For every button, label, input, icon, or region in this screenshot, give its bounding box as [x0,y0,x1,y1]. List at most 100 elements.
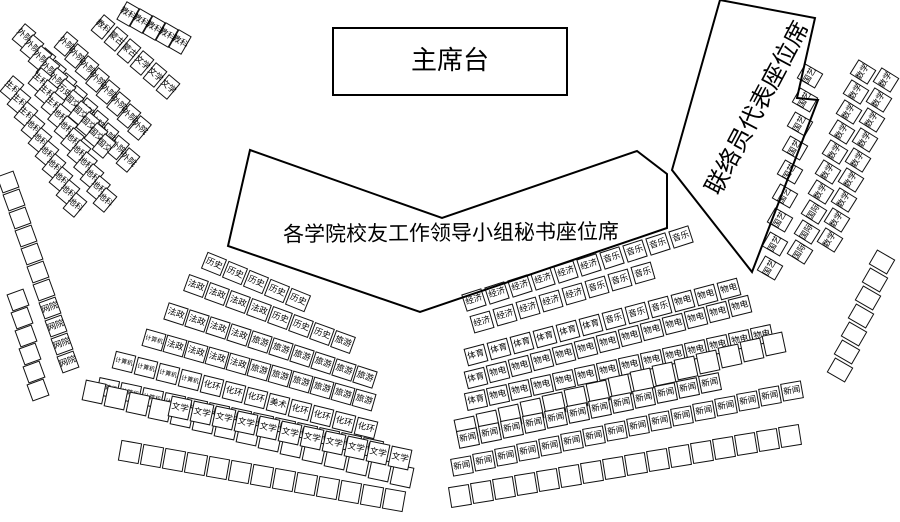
seat-left_top: 教科 [168,29,192,55]
seat-box [116,1,140,27]
seat-left_mid_back: 文学 [189,400,215,426]
seat-label: 物电 [554,372,573,386]
seat-empty [557,463,583,489]
seat-label: 体育 [489,341,508,356]
seat-box [117,439,143,465]
seat-left_mid: 旅游 [289,344,315,368]
seat-box [142,15,166,41]
seat-label: 旅游 [292,348,312,364]
seat-right_mid_back: 新闻 [587,397,613,419]
seat-left_mid: 旅游 [351,388,377,412]
seat-box [74,55,100,81]
seat-box [147,397,173,423]
seat-box [756,255,784,281]
seat-left_mid: 旅游 [310,351,336,375]
seat-box [675,377,701,399]
seat-box [595,330,621,354]
seat-box [626,415,650,437]
seat-box [670,405,694,427]
seat-box [599,246,625,270]
seat-right_mid: 经济 [553,260,579,284]
seat-label: 文学 [369,445,388,459]
seat-empty [689,439,715,465]
seat-box [351,388,377,412]
seat-right_mid: 物电 [705,300,731,324]
seat-right_mid_back: 新闻 [477,422,503,444]
seat-box [705,300,731,324]
seat-right_mid_back: 新闻 [499,417,525,439]
seat-box [133,356,159,380]
seat-right_mid_back: 新闻 [631,387,657,409]
seat-box [139,443,165,469]
seat-left_top: 教科 [155,22,179,48]
seat-box [331,358,357,382]
seat-right_mid_back: 新闻 [455,427,481,449]
seat-box [309,376,335,400]
seat-empty [14,324,38,348]
seat-box [267,364,293,388]
seat-label: 物电 [642,352,661,366]
seat-box [692,400,716,422]
seat-box [814,159,842,185]
seat-right_mid: 体育 [532,325,558,349]
seat-box [263,278,291,304]
seat-box [477,422,503,444]
seat-box [204,346,230,370]
seat-box [486,337,512,361]
seat-left_mid: 法政 [163,302,189,326]
seat-empty [139,443,165,469]
seat-box [648,410,672,432]
seat-empty [667,443,693,469]
seat-left_mid: 历史 [221,260,249,286]
seat-right_mid_back: 新闻 [653,382,679,404]
seat-box [309,321,335,347]
seat-box [647,295,673,319]
seat-left_mid: 化环 [199,374,225,398]
seat-empty [826,357,854,383]
seat-box [103,385,129,411]
seat-label: 新闻 [657,385,676,399]
seat-box [469,310,495,334]
seat-left_mid: 法政 [183,273,209,299]
seat-right_mid: 音乐 [622,239,648,263]
seat-label: 法政 [228,356,248,371]
seat-box [491,475,517,501]
seat-box [233,410,259,436]
seat-label: 物电 [730,298,750,313]
seat-left_mid: 法政 [204,281,230,307]
seat-left_mid: 计算机 [177,368,203,392]
seat-box [268,337,294,361]
seat-empty [447,483,473,509]
seat-box [578,313,604,337]
seat-left_mid: 化环 [243,386,269,410]
seat-box [623,451,649,477]
seat-label: 新闻 [453,459,472,473]
seat-left_top: 地科 [55,179,81,205]
seat-label: 新闻 [695,404,714,418]
seat-left_mid_back: 文学 [387,445,413,471]
seat-box [697,372,723,394]
seat-box [184,309,210,333]
seat-left_mid: 法政 [226,323,252,347]
seat-label: 新闻 [563,434,582,448]
seat-label: 体育 [558,323,577,338]
seat-box [53,31,79,57]
seat-empty [861,267,889,293]
seat-box [247,330,273,354]
seat-label: 音乐 [602,250,622,266]
seat-label: 经济 [556,264,576,280]
seat-right_mid_back: 新闻 [494,445,518,467]
seat-empty [733,431,759,457]
seat-box [717,343,743,369]
seat-box [821,139,849,165]
seat-left_mid_back: 文学 [255,415,281,441]
seat-box [854,285,882,311]
seat-right_mid: 经济 [538,289,564,313]
seat-label: 文学 [281,425,300,439]
seat-right_outer: 数学 [830,187,858,213]
seat-empty [205,455,231,481]
seat-label: 计算机 [142,392,161,404]
seat-left_mid: 化环 [309,404,335,428]
seat-right_mid: 物电 [670,289,696,313]
